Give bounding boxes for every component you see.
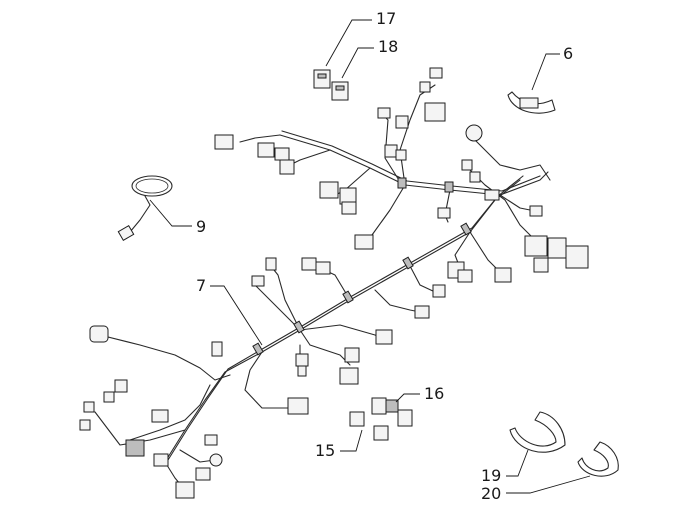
connector <box>419 81 431 93</box>
callout-20: 20 <box>481 484 501 503</box>
grommet <box>209 453 223 467</box>
connector <box>414 305 430 319</box>
connector <box>547 237 567 259</box>
fuses-15-16 <box>349 397 413 441</box>
connector <box>195 467 211 481</box>
connector <box>341 201 357 215</box>
fuse <box>373 425 389 441</box>
clamps-19-20 <box>509 411 619 477</box>
connector <box>251 275 265 287</box>
connector <box>384 144 398 158</box>
relays-17-18 <box>313 69 349 101</box>
clamp-6 <box>507 91 556 114</box>
callout-labels: 17 18 6 9 7 16 15 19 20 <box>196 9 573 503</box>
connector <box>339 367 359 385</box>
connector <box>354 234 374 250</box>
callout-15: 15 <box>315 441 335 460</box>
callout-9: 9 <box>196 217 206 236</box>
fuse <box>349 411 365 427</box>
callout-17: 17 <box>376 9 396 28</box>
connector <box>79 419 91 431</box>
harness-connectors <box>79 67 589 499</box>
connector <box>301 257 317 271</box>
connector <box>315 261 331 275</box>
connector <box>211 341 223 357</box>
callout-7: 7 <box>196 276 206 295</box>
connector <box>524 235 548 257</box>
connector <box>83 401 95 413</box>
connector <box>437 207 451 219</box>
connector <box>395 115 409 129</box>
connector <box>469 171 481 183</box>
relay-18 <box>331 81 349 101</box>
connector <box>429 67 443 79</box>
connector <box>89 325 109 343</box>
connector <box>565 245 589 269</box>
connector <box>257 142 275 158</box>
fuse <box>397 409 413 427</box>
connector <box>287 397 309 415</box>
connector <box>432 284 446 298</box>
connector <box>153 453 169 467</box>
connector <box>494 267 512 283</box>
connector <box>529 205 543 217</box>
connector <box>214 134 234 150</box>
fuse <box>385 399 399 413</box>
fuse <box>371 397 387 415</box>
callout-19: 19 <box>481 466 501 485</box>
sensor-with-lead <box>117 175 173 242</box>
connector <box>274 147 290 161</box>
callout-16: 16 <box>424 384 444 403</box>
connector <box>457 269 473 283</box>
connector <box>424 102 446 122</box>
connector <box>151 409 169 423</box>
connector <box>295 353 309 367</box>
connector <box>461 159 473 171</box>
connector <box>103 391 115 403</box>
main-wiring-harness <box>94 84 551 491</box>
connector <box>297 365 307 377</box>
connector <box>375 329 393 345</box>
connector <box>377 107 391 119</box>
relay-17 <box>313 69 331 89</box>
callout-6: 6 <box>563 44 573 63</box>
grommet <box>465 124 483 142</box>
connector <box>204 434 218 446</box>
connector <box>265 257 277 271</box>
connector <box>344 347 360 363</box>
connector <box>279 159 295 175</box>
connector <box>319 181 339 199</box>
connector <box>114 379 128 393</box>
callout-leaders <box>149 19 591 494</box>
connector <box>395 149 407 161</box>
callout-18: 18 <box>378 37 398 56</box>
connector <box>125 439 145 457</box>
connector <box>484 189 500 201</box>
connector <box>175 481 195 499</box>
connector <box>533 257 549 273</box>
